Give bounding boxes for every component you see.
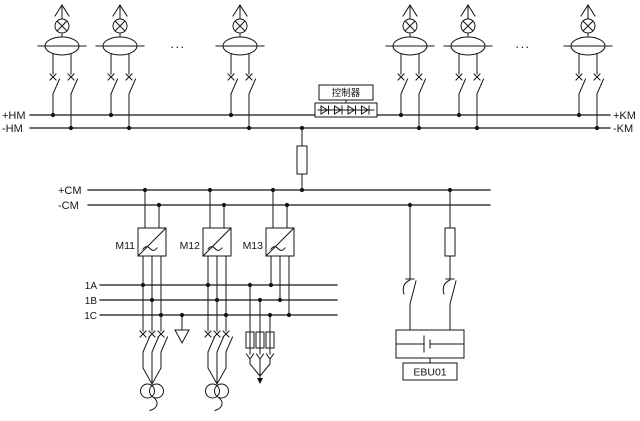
m13-output-taps	[268, 255, 292, 318]
converter-m13-icon	[265, 227, 295, 257]
ebu-label: EBU01	[413, 367, 446, 379]
converter-m12	[202, 187, 232, 257]
cm-rails	[87, 189, 491, 206]
arrester-icon	[246, 353, 254, 360]
load-unit-3	[215, 4, 265, 131]
load-unit-2	[95, 4, 145, 131]
controller-unit	[314, 84, 378, 118]
hm-minus-label: -HM	[2, 123, 23, 135]
km-minus-label: -KM	[613, 123, 633, 135]
breaker-icon	[139, 330, 150, 353]
ellipsis-left: ...	[170, 36, 185, 51]
arrester-icon	[256, 353, 264, 360]
charge-resistor	[444, 227, 456, 257]
load-unit-4	[385, 4, 435, 131]
battery-switch-icon	[442, 278, 457, 305]
breaker-icon	[222, 330, 233, 353]
drive-branch-1	[139, 255, 168, 411]
load-unit-1	[37, 4, 87, 131]
battery-switch-icon	[402, 278, 417, 305]
ground-arrow-icon	[257, 378, 263, 384]
km-plus-label: +KM	[613, 110, 636, 122]
bus-1c-label: 1C	[84, 311, 97, 322]
cm-minus-label: -CM	[58, 200, 79, 212]
controller-label: 控制器	[332, 87, 361, 99]
drive-branch-2	[204, 255, 233, 411]
converter-m12-icon	[202, 227, 232, 257]
arrester-branch	[245, 282, 275, 384]
delta-symbol	[174, 312, 190, 345]
load-unit-6	[563, 4, 613, 131]
load-unit-5	[443, 4, 493, 131]
hm-plus-label: +HM	[2, 110, 26, 122]
breaker-icon	[213, 330, 224, 353]
bus-1b-label: 1B	[85, 296, 98, 307]
fuse-icon	[265, 331, 275, 349]
motor-winding-icon	[205, 383, 229, 411]
center-resistor	[296, 145, 308, 175]
arrester-icon	[266, 353, 274, 360]
fuse-icon	[245, 331, 255, 349]
motor-winding-icon	[140, 383, 164, 411]
converter-m11	[137, 187, 167, 257]
converter-m13-label: M13	[243, 240, 264, 252]
converter-m12-label: M12	[180, 240, 201, 252]
breaker-icon	[148, 330, 159, 353]
top-load-units: ... ...	[37, 4, 613, 131]
converter-m13	[265, 187, 295, 257]
breaker-icon	[204, 330, 215, 353]
diode-bridge-icon	[317, 105, 375, 115]
cm-plus-label: +CM	[58, 185, 82, 197]
battery-cell-icon	[395, 335, 465, 353]
bus-1a-label: 1A	[85, 281, 98, 292]
delta-triangle-icon	[174, 329, 190, 345]
fuse-icon	[255, 331, 265, 349]
ellipsis-right: ...	[515, 36, 530, 51]
breaker-icon	[157, 330, 168, 353]
converter-m11-icon	[137, 227, 167, 257]
center-drop-resistor	[296, 125, 308, 193]
converter-m11-label: M11	[115, 240, 135, 252]
battery-branch	[395, 187, 465, 381]
ebu-label-box	[402, 362, 458, 381]
